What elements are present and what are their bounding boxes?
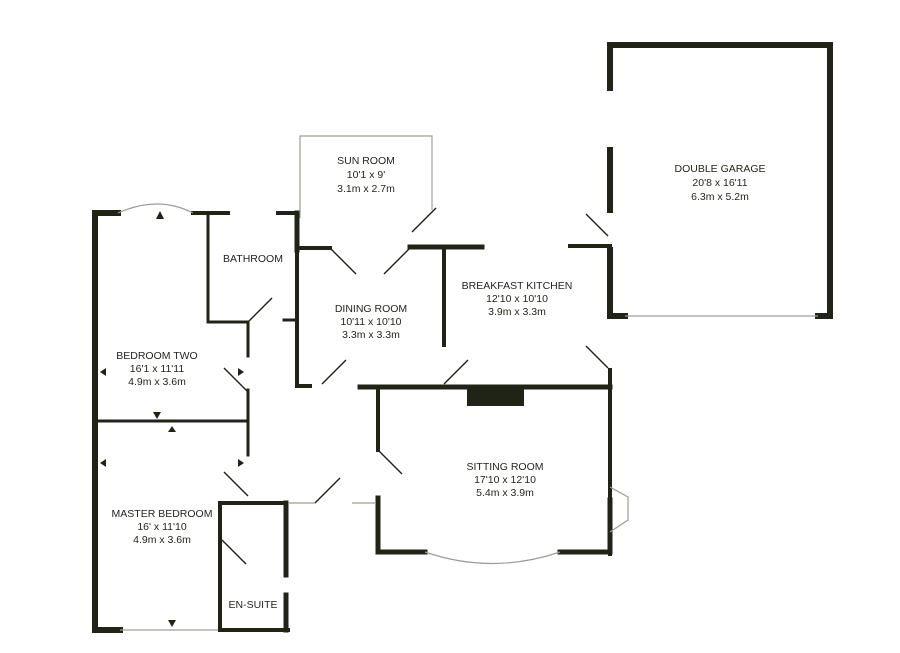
room-dimensions-imperial: 20'8 x 16'11 <box>692 177 747 189</box>
room-dimensions-imperial: 16'1 x 11'11 <box>130 363 185 375</box>
label-bathroom: BATHROOM <box>223 253 283 265</box>
label-sitting-room: SITTING ROOM 17'10 x 12'10 5.4m x 3.9m <box>467 461 544 499</box>
room-name: BATHROOM <box>223 253 283 265</box>
room-dimensions-metric: 3.3m x 3.3m <box>342 329 400 341</box>
room-name: BEDROOM TWO <box>116 350 197 362</box>
room-name: DINING ROOM <box>335 303 407 315</box>
room-name: SUN ROOM <box>337 155 395 167</box>
direction-arrows <box>100 211 244 627</box>
room-dimensions-imperial: 10'1 x 9' <box>347 169 385 181</box>
room-dimensions-metric: 4.9m x 3.6m <box>133 534 191 546</box>
room-name: DOUBLE GARAGE <box>674 163 765 175</box>
fireplace <box>467 389 524 406</box>
label-sun-room: SUN ROOM 10'1 x 9' 3.1m x 2.7m <box>337 155 395 195</box>
room-dimensions-metric: 5.4m x 3.9m <box>476 487 534 499</box>
room-dimensions-metric: 6.3m x 5.2m <box>691 191 749 203</box>
label-breakfast-kitchen: BREAKFAST KITCHEN 12'10 x 10'10 3.9m x 3… <box>462 280 573 318</box>
doors <box>221 207 609 565</box>
room-name: BREAKFAST KITCHEN <box>462 280 573 292</box>
room-dimensions-metric: 3.1m x 2.7m <box>337 183 395 195</box>
room-name: EN-SUITE <box>228 599 277 611</box>
label-bedroom-two: BEDROOM TWO 16'1 x 11'11 4.9m x 3.6m <box>116 350 197 388</box>
label-master-bedroom: MASTER BEDROOM 16' x 11'10 4.9m x 3.6m <box>112 508 213 546</box>
room-dimensions-imperial: 17'10 x 12'10 <box>474 474 536 486</box>
room-dimensions-imperial: 12'10 x 10'10 <box>486 293 548 305</box>
room-dimensions-imperial: 16' x 11'10 <box>137 521 187 533</box>
label-en-suite: EN-SUITE <box>228 599 277 611</box>
label-dining-room: DINING ROOM 10'11 x 10'10 3.3m x 3.3m <box>335 303 407 341</box>
walls <box>92 42 833 633</box>
room-dimensions-imperial: 10'11 x 10'10 <box>340 316 401 328</box>
label-double-garage: DOUBLE GARAGE 20'8 x 16'11 6.3m x 5.2m <box>674 163 765 203</box>
room-dimensions-metric: 3.9m x 3.3m <box>488 306 546 318</box>
room-name: MASTER BEDROOM <box>112 508 213 520</box>
room-dimensions-metric: 4.9m x 3.6m <box>128 376 186 388</box>
room-name: SITTING ROOM <box>467 461 544 473</box>
